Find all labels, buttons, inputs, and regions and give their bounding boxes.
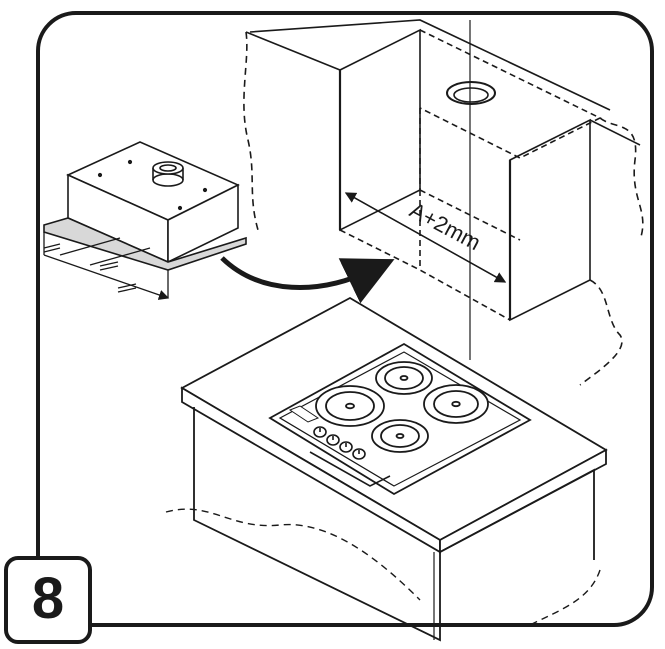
burner-right <box>423 384 489 424</box>
dimension-label: A+2mm <box>406 197 485 255</box>
hood-dimension-guides <box>43 232 170 300</box>
step-badge: 8 <box>4 556 92 644</box>
control-knobs <box>309 426 391 487</box>
hood-unit <box>43 141 247 271</box>
move-arrow <box>220 256 395 304</box>
step-number: 8 <box>32 566 64 631</box>
burner-front <box>371 419 429 453</box>
floor-outline <box>165 508 601 626</box>
burner-left <box>315 385 385 427</box>
burner-back <box>375 361 433 395</box>
burners <box>315 361 489 453</box>
diagram-frame <box>36 11 654 627</box>
wall-cabinets <box>243 19 644 386</box>
